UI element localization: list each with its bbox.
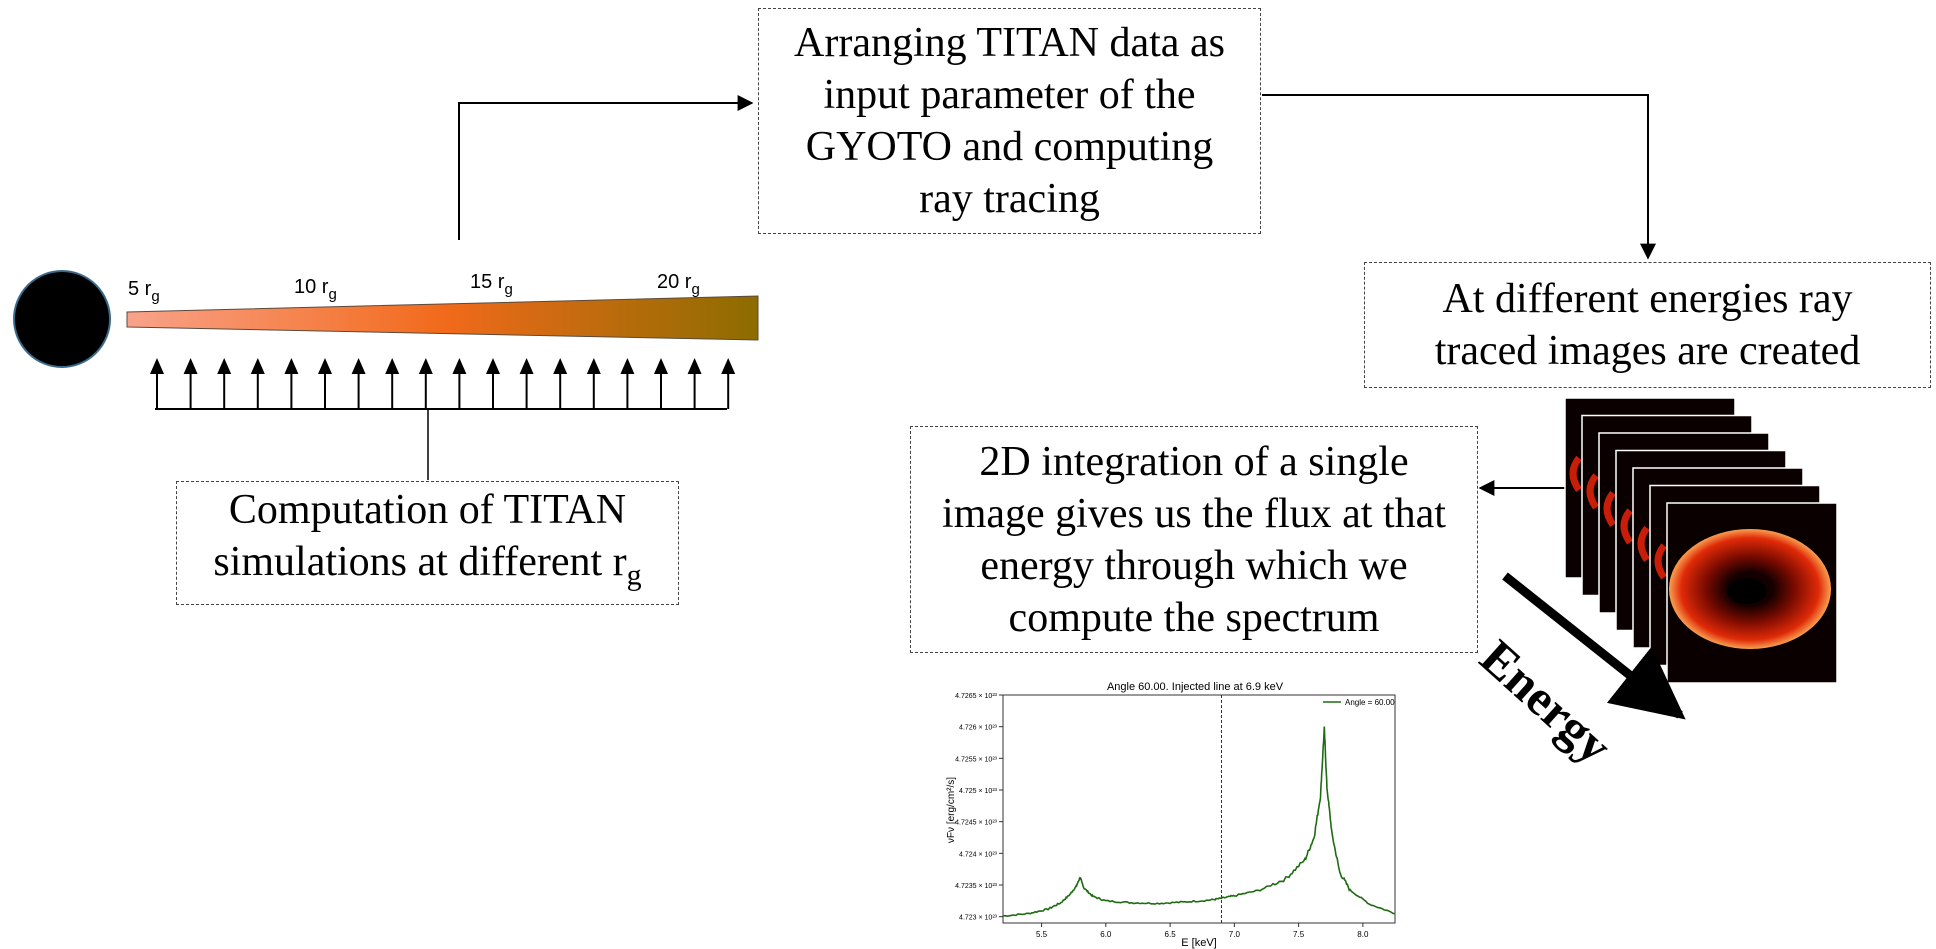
up-arrow-head [183, 358, 198, 374]
accretion-disk [126, 295, 759, 341]
up-arrow-head [586, 358, 601, 374]
chart-legend: Angle = 60.00 [1323, 698, 1395, 707]
chart-y-ticks: 4.723 × 10²³ 4.7235 × 10²³ 4.724 × 10²³ 4.7… [955, 693, 1003, 922]
titan-box-sub: g [626, 558, 642, 592]
arrow-to-gyoto [458, 95, 754, 240]
gyoto-box-text: Arranging TITAN data as input parameter … [794, 20, 1225, 222]
radius-label-15: 15 rg [470, 271, 513, 298]
up-arrow-head [687, 358, 702, 374]
spectrum-chart: Angle 60.00. Injected line at 6.9 keV 4.… [946, 681, 1396, 949]
chart-ylabel: νFν [erg/cm²/s] [946, 777, 957, 843]
raytraced-box: At different energies ray traced images … [1364, 262, 1931, 388]
integration-box-text: 2D integration of a single image gives u… [942, 438, 1446, 641]
chart-title: Angle 60.00. Injected line at 6.9 keV [1107, 681, 1284, 693]
up-arrow-head [654, 358, 668, 374]
x-tick-label: 6.0 [1100, 930, 1112, 939]
integration-box: 2D integration of a single image gives u… [910, 426, 1478, 653]
radius-label-10: 10 rg [294, 276, 337, 303]
up-arrow-head [217, 358, 232, 374]
y-tick-label: 4.723 × 10²³ [959, 915, 998, 922]
spectrum-series-line [1002, 726, 1396, 918]
up-arrow-head [250, 358, 265, 374]
y-tick-label: 4.7255 × 10²³ [955, 756, 998, 763]
up-arrow-head [553, 358, 568, 374]
y-tick-label: 4.725 × 10²³ [959, 788, 998, 795]
up-arrow-head [351, 358, 366, 374]
radius-labels: 5 rg 10 rg 15 rg 20 rg [128, 271, 700, 305]
chart-xlabel: E [keV] [1181, 937, 1216, 949]
chart-x-ticks: 5.5 6.0 6.5 7.0 7.5 8.0 [1036, 923, 1369, 939]
legend-entry: Angle = 60.00 [1345, 698, 1395, 707]
y-tick-label: 4.7265 × 10²³ [955, 693, 998, 700]
up-arrow-head [284, 358, 299, 374]
titan-box: Computation of TITAN simulations at diff… [176, 481, 679, 605]
y-tick-label: 4.7245 × 10²³ [955, 820, 998, 827]
up-arrow-head [385, 358, 400, 374]
black-hole [13, 270, 111, 368]
x-tick-label: 7.0 [1229, 930, 1241, 939]
y-tick-label: 4.7235 × 10²³ [955, 883, 998, 890]
x-tick-label: 6.5 [1165, 930, 1177, 939]
up-arrow-head [620, 358, 635, 374]
radius-label-20: 20 rg [657, 271, 700, 298]
heating-arrows [150, 358, 736, 409]
ray-traced-image-stack [1564, 397, 1838, 684]
up-arrow-head [721, 358, 736, 374]
up-arrow-head [318, 358, 332, 374]
x-tick-label: 7.5 [1293, 930, 1305, 939]
ray-traced-frame [1666, 502, 1838, 684]
up-arrow-head [486, 358, 500, 374]
y-tick-label: 4.724 × 10²³ [959, 851, 998, 858]
chart-plot-area [1002, 694, 1396, 924]
up-arrow-head [418, 358, 433, 374]
x-tick-label: 8.0 [1357, 930, 1369, 939]
raytraced-box-text: At different energies ray traced images … [1434, 276, 1861, 374]
titan-box-main: Computation of TITAN simulations at diff… [213, 487, 627, 586]
radius-label-5: 5 rg [128, 278, 160, 305]
energy-arrow [1502, 572, 1686, 720]
gyoto-box: Arranging TITAN data as input parameter … [758, 8, 1261, 234]
x-tick-label: 5.5 [1036, 930, 1048, 939]
arrow-to-raytraced [1262, 94, 1656, 260]
titan-box-text: Computation of TITAN simulations at diff… [193, 484, 663, 601]
up-arrow-head [452, 358, 467, 374]
y-tick-label: 4.726 × 10²³ [959, 725, 998, 732]
up-arrow-head [150, 358, 164, 374]
up-arrow-head [519, 358, 534, 374]
